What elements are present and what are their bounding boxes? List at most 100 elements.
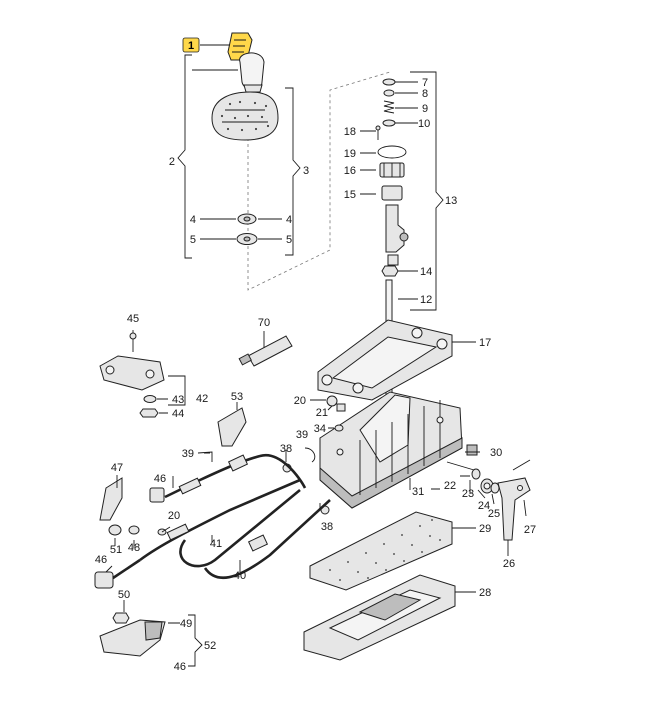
part-34-nut[interactable] bbox=[334, 424, 344, 432]
part-lever-upper[interactable] bbox=[385, 204, 409, 266]
label-38-left: 38 bbox=[280, 443, 292, 455]
part-49-selector-bracket[interactable] bbox=[99, 619, 166, 657]
callout-1-highlighted[interactable]: 1 bbox=[182, 37, 200, 53]
leader-lines-upper-left bbox=[192, 44, 282, 240]
label-49: 49 bbox=[180, 618, 192, 630]
label-52: 52 bbox=[204, 640, 216, 652]
label-24: 24 bbox=[478, 500, 490, 512]
label-20-lower: 20 bbox=[168, 510, 180, 522]
label-38-right: 38 bbox=[321, 521, 333, 533]
part-21-bolt[interactable] bbox=[336, 403, 346, 412]
label-41: 41 bbox=[210, 538, 222, 550]
part-18-pin[interactable] bbox=[375, 125, 381, 140]
part-39-clip-right[interactable] bbox=[304, 447, 316, 463]
label-44: 44 bbox=[172, 408, 184, 420]
part-46-end-fitting-upper[interactable] bbox=[149, 487, 165, 503]
part-17-gasket[interactable] bbox=[317, 319, 476, 401]
leaders-mid-right bbox=[310, 399, 531, 556]
label-29: 29 bbox=[479, 523, 491, 535]
label-27: 27 bbox=[524, 524, 536, 536]
part-39-clip-left[interactable] bbox=[197, 451, 213, 462]
label-21: 21 bbox=[316, 407, 328, 419]
label-22: 22 bbox=[444, 480, 456, 492]
label-13: 13 bbox=[445, 195, 457, 207]
part-48-nut[interactable] bbox=[128, 525, 140, 535]
label-34: 34 bbox=[314, 423, 326, 435]
part-24-ring[interactable] bbox=[480, 478, 494, 494]
part-43-washer[interactable] bbox=[143, 395, 157, 403]
part-41-cable[interactable] bbox=[164, 453, 307, 568]
part-7-cap[interactable] bbox=[382, 78, 396, 86]
label-31: 31 bbox=[412, 486, 424, 498]
part-9-spring[interactable] bbox=[383, 100, 395, 114]
label-46-lower: 46 bbox=[95, 554, 107, 566]
part-30-clip[interactable] bbox=[466, 444, 478, 456]
leaders-42 bbox=[157, 398, 168, 414]
label-46-bottom: 46 bbox=[174, 661, 186, 673]
part-27-bolt[interactable] bbox=[523, 499, 527, 517]
part-44-nut[interactable] bbox=[139, 408, 159, 418]
label-7: 7 bbox=[422, 77, 428, 89]
label-19: 19 bbox=[344, 148, 356, 160]
leaders-right-upper bbox=[360, 81, 418, 300]
part-20-bolt-upper[interactable] bbox=[326, 395, 338, 407]
label-4-left: 4 bbox=[190, 214, 196, 226]
label-9: 9 bbox=[422, 103, 428, 115]
label-48: 48 bbox=[128, 542, 140, 554]
part-10-washer[interactable] bbox=[382, 119, 396, 127]
label-3: 3 bbox=[303, 165, 309, 177]
label-47: 47 bbox=[111, 462, 123, 474]
label-26: 26 bbox=[503, 558, 515, 570]
part-14-nut[interactable] bbox=[381, 265, 399, 277]
callout-labels: 1 2 3 4 4 5 5 7 8 9 10 18 19 16 15 13 14… bbox=[95, 37, 536, 673]
part-19-clip[interactable] bbox=[377, 145, 407, 159]
part-53-bracket[interactable] bbox=[217, 402, 247, 447]
label-10: 10 bbox=[418, 118, 430, 130]
part-31-housing[interactable] bbox=[319, 391, 463, 509]
part-4-washer[interactable] bbox=[237, 213, 257, 225]
part-45-bolt[interactable] bbox=[129, 330, 137, 352]
part-shift-boot[interactable] bbox=[211, 91, 279, 141]
part-29-insulation-pad[interactable] bbox=[309, 511, 476, 591]
part-5-washer[interactable] bbox=[236, 233, 258, 245]
label-40: 40 bbox=[234, 570, 246, 582]
label-42: 42 bbox=[196, 393, 208, 405]
label-20-upper: 20 bbox=[294, 395, 306, 407]
part-23-washer[interactable] bbox=[471, 468, 481, 480]
label-18: 18 bbox=[344, 126, 356, 138]
part-50-nut[interactable] bbox=[112, 612, 130, 624]
bracket-13 bbox=[410, 71, 444, 311]
part-15-bushing[interactable] bbox=[381, 185, 403, 201]
label-51: 51 bbox=[110, 544, 122, 556]
label-43: 43 bbox=[172, 394, 184, 406]
part-22-pin[interactable] bbox=[446, 461, 475, 471]
part-8-ring[interactable] bbox=[383, 89, 395, 97]
part-16-bushing[interactable] bbox=[379, 162, 405, 178]
label-39-right: 39 bbox=[296, 429, 308, 441]
label-16: 16 bbox=[344, 165, 356, 177]
label-14: 14 bbox=[420, 266, 432, 278]
part-70-grease-tube[interactable] bbox=[238, 331, 293, 367]
part-28-bottom-cover[interactable] bbox=[303, 574, 476, 661]
label-17: 17 bbox=[479, 337, 491, 349]
leaders-cables bbox=[172, 450, 321, 572]
label-28: 28 bbox=[479, 587, 491, 599]
part-25-bushing[interactable] bbox=[490, 482, 500, 494]
label-53: 53 bbox=[231, 391, 243, 403]
label-46-upper: 46 bbox=[154, 473, 166, 485]
part-47-lever[interactable] bbox=[99, 475, 123, 521]
part-40-cable[interactable] bbox=[139, 478, 331, 580]
label-23: 23 bbox=[462, 488, 474, 500]
part-shift-knob[interactable] bbox=[239, 52, 265, 93]
label-1: 1 bbox=[188, 40, 194, 52]
part-26-lever[interactable] bbox=[497, 477, 531, 541]
label-25: 25 bbox=[488, 508, 500, 520]
brackets-upper-left bbox=[177, 54, 391, 291]
label-39-left: 39 bbox=[182, 448, 194, 460]
label-5-left: 5 bbox=[190, 234, 196, 246]
part-46-end-fitting-lower[interactable] bbox=[94, 558, 141, 589]
part-51-bushing[interactable] bbox=[108, 524, 122, 536]
label-5-right: 5 bbox=[286, 234, 292, 246]
part-42-bracket[interactable] bbox=[99, 355, 186, 406]
